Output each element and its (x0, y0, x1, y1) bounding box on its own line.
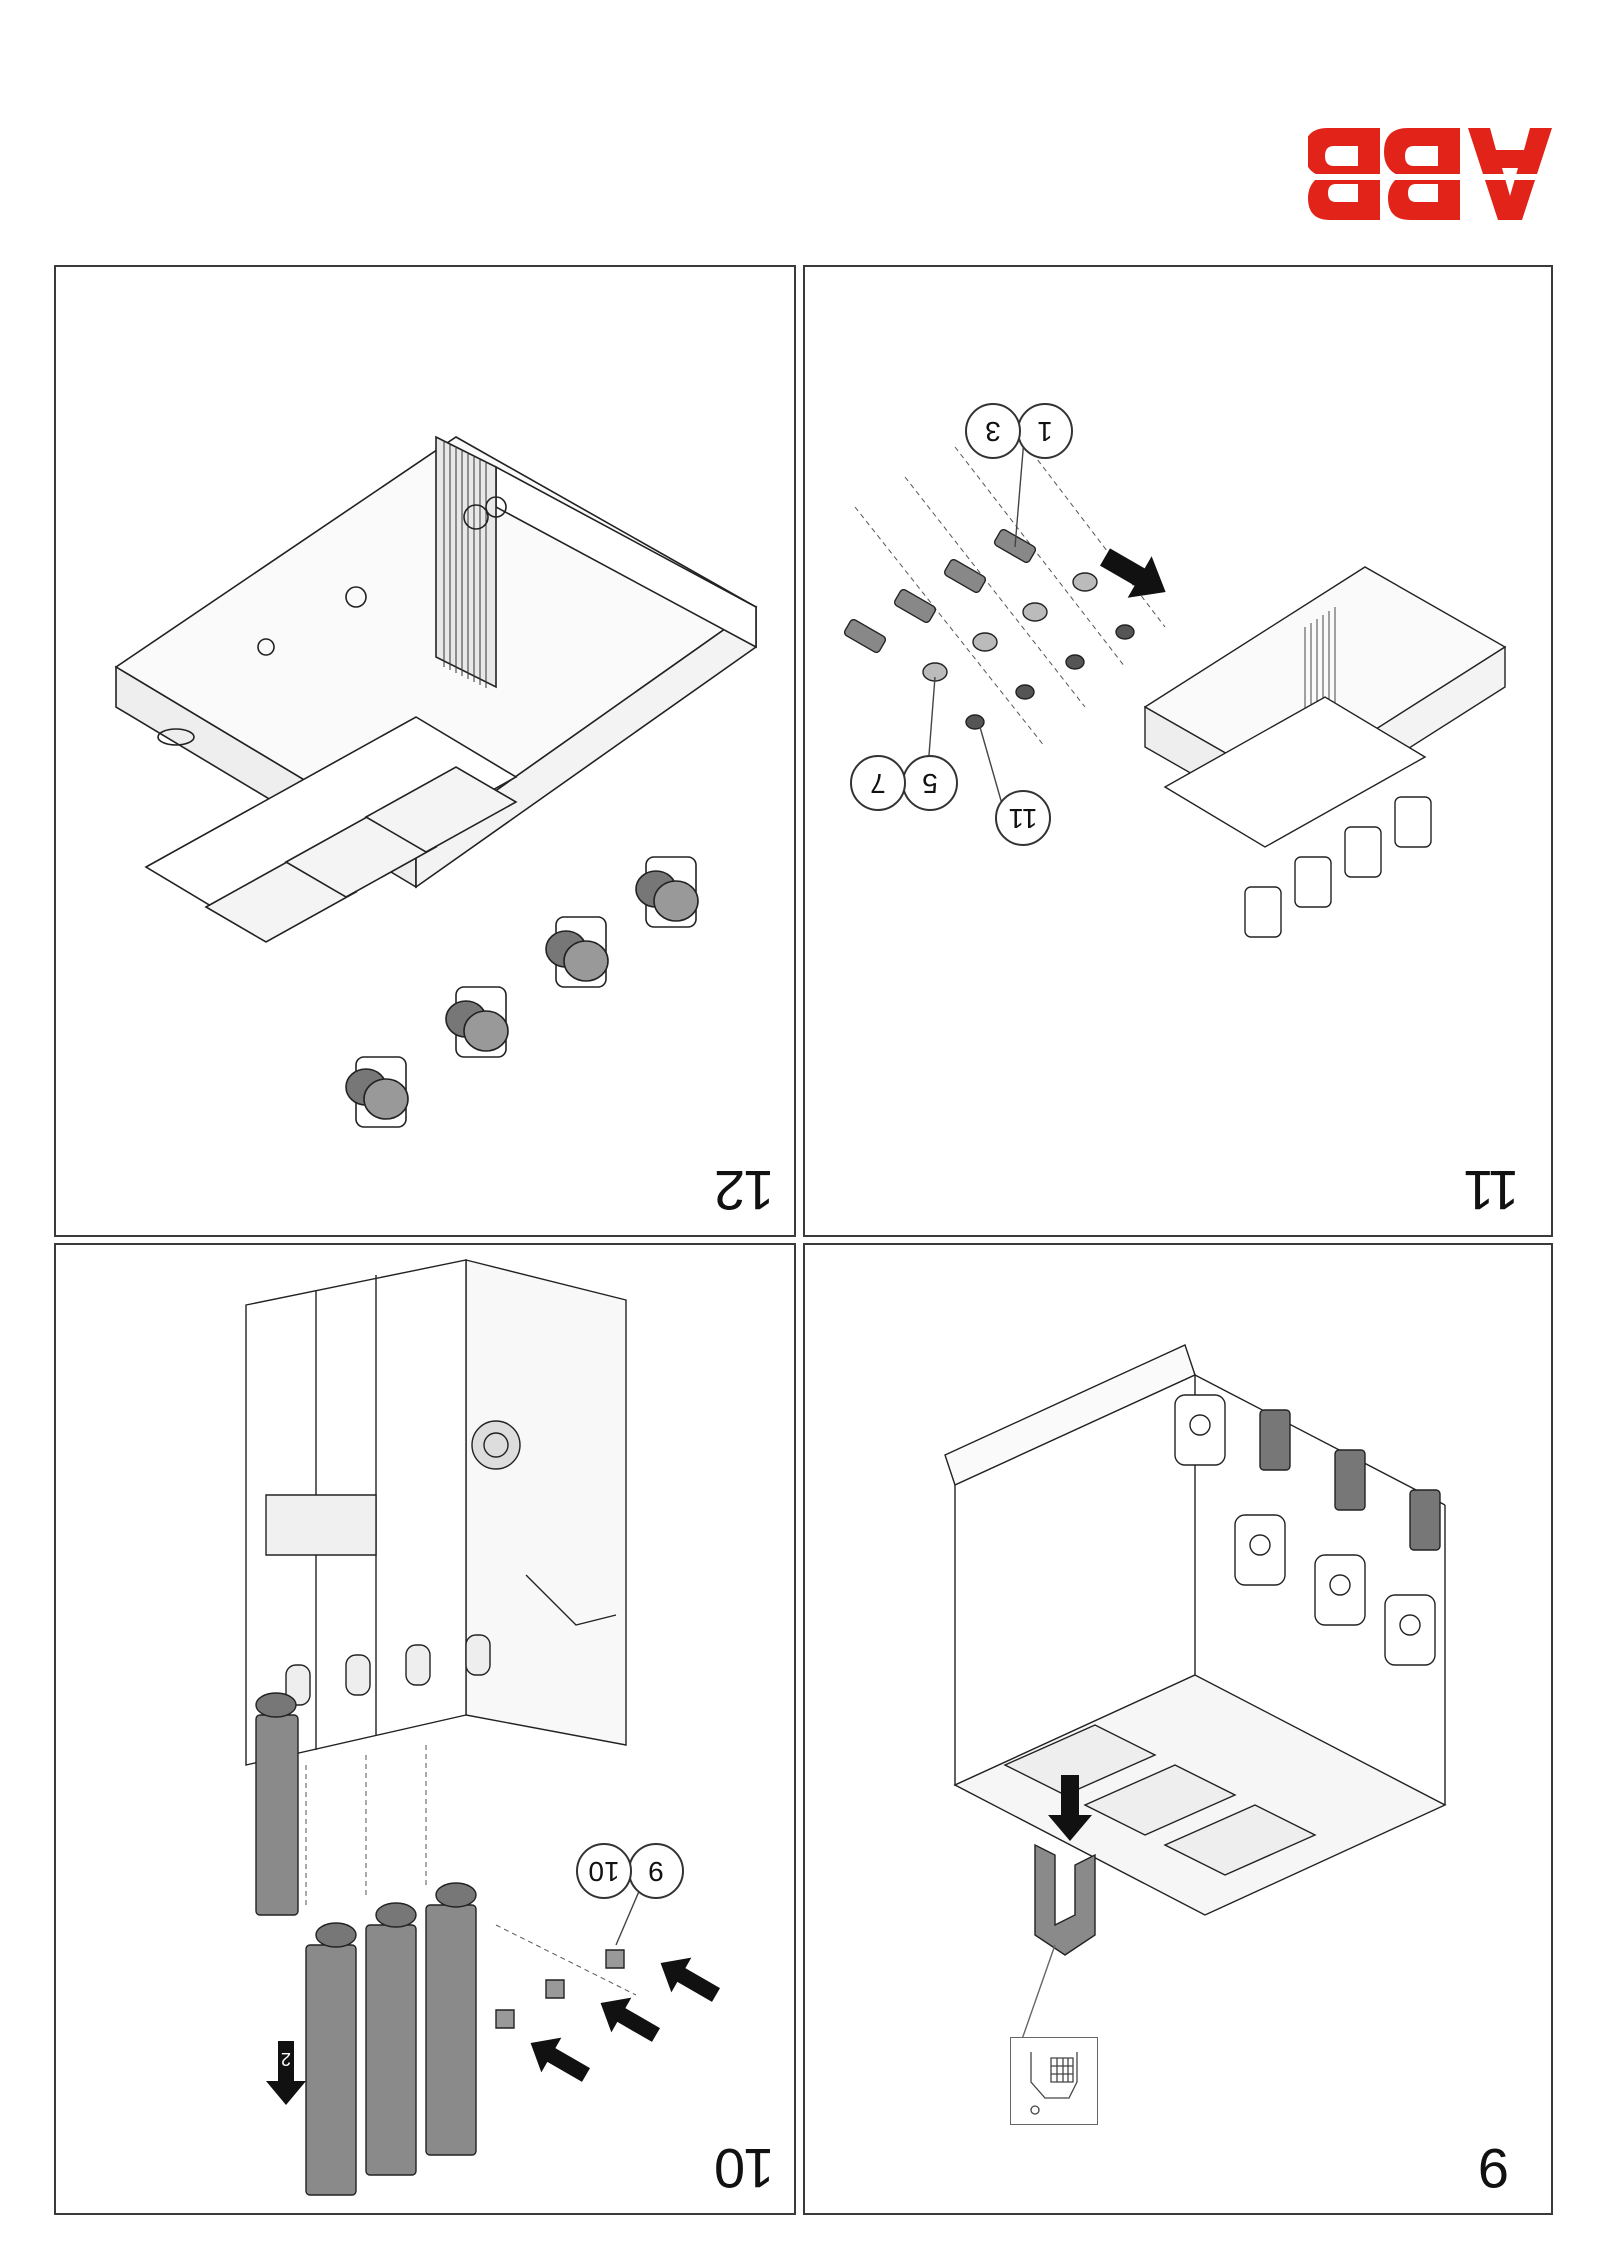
callout-11: 11 (995, 790, 1051, 846)
abb-logo (1308, 128, 1556, 220)
callout-number: 3 (965, 403, 1021, 459)
step-12-panel: 12 (54, 265, 796, 1237)
direction-arrow-icon (1100, 548, 1166, 598)
arrow-label: 1 (533, 2095, 543, 2115)
step-number: 12 (716, 1159, 775, 1222)
direction-arrow-icon (1048, 1775, 1092, 1841)
callout-number: 7 (850, 755, 906, 811)
step-11-panel: 1 3 5 7 11 11 (803, 265, 1553, 1237)
callout-1-3: 1 3 (965, 403, 1073, 459)
arrow-label: 1 (603, 2055, 613, 2075)
callout-number: 10 (576, 1843, 632, 1899)
step-9-panel: 9 (803, 1243, 1553, 2215)
callout-5-7: 5 7 (850, 755, 958, 811)
step-number: 11 (1465, 1159, 1520, 1222)
callout-number: 11 (995, 790, 1051, 846)
callout-number: 5 (902, 755, 958, 811)
screw-mounting-illustration (805, 267, 1553, 1237)
callout-number: 1 (1017, 403, 1073, 459)
terminal-cover-illustration: 1 1 1 2 (56, 1245, 720, 2215)
arrow-label: 1 (663, 2015, 673, 2035)
phase-separator-illustration (805, 1245, 1553, 2215)
step-10-panel: 1 1 1 2 9 10 10 (54, 1243, 796, 2215)
step-number: 9 (1480, 2137, 1510, 2200)
breaker-assembled-illustration (56, 267, 796, 1237)
step-number: 10 (716, 2137, 775, 2200)
glove-icon (1010, 2037, 1098, 2125)
arrow-label: 2 (281, 2049, 291, 2069)
callout-9-10: 9 10 (576, 1843, 684, 1899)
callout-number: 9 (628, 1843, 684, 1899)
